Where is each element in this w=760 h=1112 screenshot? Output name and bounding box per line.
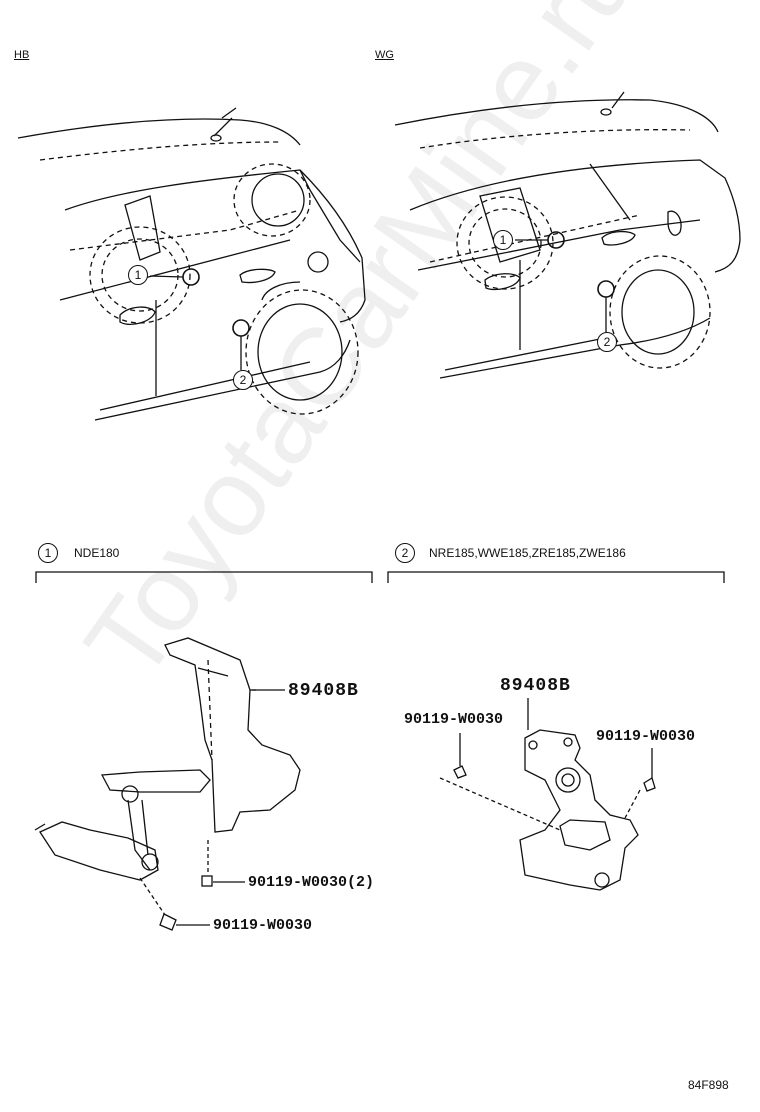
part-bolt-right-b: 90119-W0030 — [596, 728, 696, 745]
callout-2-wg: 2 — [597, 332, 617, 352]
section-1-number: 1 — [38, 543, 58, 563]
part-bolt-left-b: 90119-W0030 — [213, 917, 313, 934]
part-89408b-left: 89408B — [288, 681, 359, 701]
section-2-number: 2 — [395, 543, 415, 563]
view-tag-hb: HB — [14, 49, 30, 61]
section-2-models: NRE185,WWE185,ZRE185,ZWE186 — [429, 546, 626, 560]
callout-1-hb: 1 — [128, 265, 148, 285]
wg-car-illustration — [394, 91, 741, 379]
section-1-models: NDE180 — [74, 546, 120, 560]
view-tag-wg: WG — [375, 49, 394, 61]
hb-car-illustration — [17, 107, 366, 421]
section-brackets — [35, 571, 725, 583]
part-bolt-left-a: 90119-W0030(2) — [248, 874, 375, 891]
callout-1-wg: 1 — [493, 230, 513, 250]
part-89408b-right: 89408B — [500, 676, 571, 696]
part-bolt-right-a: 90119-W0030 — [404, 711, 504, 728]
height-sensor-nre185 — [439, 698, 656, 891]
callout-2-hb: 2 — [233, 370, 253, 390]
height-sensor-nde180 — [34, 637, 301, 931]
diagram-code: 84F898 — [688, 1078, 729, 1092]
